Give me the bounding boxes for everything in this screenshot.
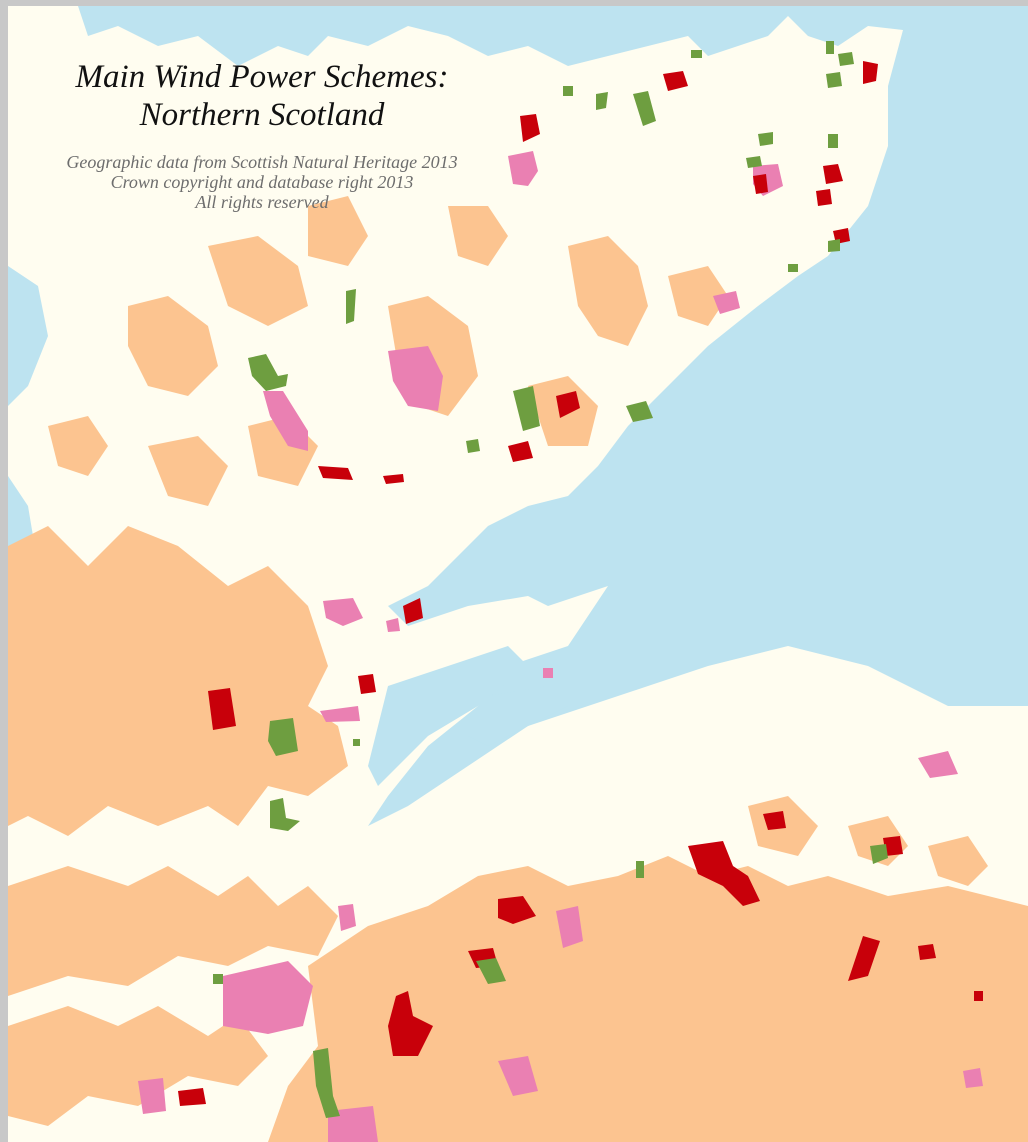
map-canvas[interactable] [8, 6, 1028, 1142]
firth-channel [368, 646, 528, 786]
schemes-green [213, 41, 888, 1118]
firth-channel-2 [468, 686, 568, 746]
upland-areas [8, 196, 1028, 1142]
map-panel[interactable]: Main Wind Power Schemes: Northern Scotla… [8, 6, 1028, 1142]
schemes-red [178, 61, 983, 1106]
loch-west-1 [8, 266, 48, 406]
